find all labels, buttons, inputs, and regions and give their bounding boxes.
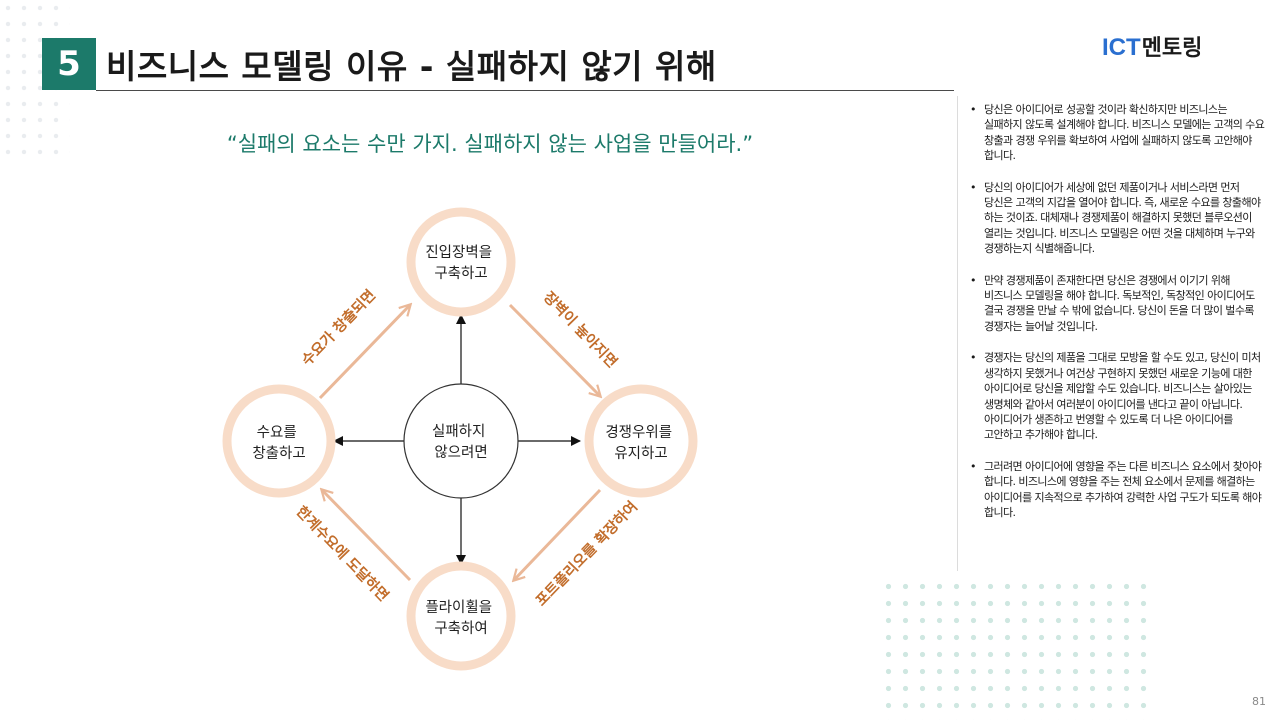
business-model-cycle-diagram: 실패하지 않으려면 진입장벽을 구축하고 경쟁우위를 유지하고 플라이휠을 구축…: [222, 207, 698, 671]
node-top: 진입장벽을 구축하고: [406, 207, 516, 317]
node-right-line1: 경쟁우위를: [605, 424, 672, 441]
arrow-right-to-bottom: [514, 488, 602, 580]
center-label-line1: 실패하지: [432, 423, 485, 440]
bullet-item: 당신은 아이디어로 성공할 것이라 확신하지만 비즈니스는 실패하지 않도록 설…: [968, 102, 1266, 164]
center-circle: [403, 383, 519, 499]
arrow-bottom-to-left: [322, 490, 412, 582]
center-label-line2: 않으려면: [434, 444, 487, 461]
page-number: 81: [1252, 695, 1266, 708]
node-right: 경쟁우위를 유지하고: [584, 384, 698, 498]
center-label: 실패하지 않으려면: [432, 423, 490, 461]
node-right-line2: 유지하고: [614, 445, 667, 462]
node-top-line2: 구축하고: [434, 265, 487, 282]
explanation-bullet-list: 당신은 아이디어로 성공할 것이라 확신하지만 비즈니스는 실패하지 않도록 설…: [968, 102, 1266, 536]
bullet-item: 그러려면 아이디어에 영향을 주는 다른 비즈니스 요소에서 찾아야 합니다. …: [968, 459, 1266, 521]
arrow-top-to-right: [508, 303, 600, 396]
title-underline: [96, 90, 954, 91]
section-number-badge: 5: [42, 38, 96, 90]
svg-text:수요를 창출하고: 수요를 창출하고: [252, 424, 305, 462]
arrow-left-to-top: [318, 305, 410, 400]
svg-text:플라이휠을 구축하여: 플라이휠을 구축하여: [425, 599, 496, 637]
bullet-item: 당신의 아이디어가 세상에 없던 제품이거나 서비스라면 먼저 당신은 고객의 …: [968, 180, 1266, 257]
edge-label-right-to-bottom: 포트폴리오를 확장하여: [532, 497, 641, 609]
svg-text:진입장벽을 구축하고: 진입장벽을 구축하고: [425, 244, 496, 282]
node-left-line2: 창출하고: [252, 445, 305, 462]
edge-label-bottom-to-left: 한계수요에 도달하면: [293, 502, 393, 605]
node-bottom-line1: 플라이휠을: [425, 599, 492, 616]
edge-label-left-to-top: 수요가 창출되면: [298, 287, 379, 370]
slide-quote: “실패의 요소는 수만 가지. 실패하지 않는 사업을 만들어라.”: [226, 132, 754, 156]
bullet-item: 만약 경쟁제품이 존재한다면 당신은 경쟁에서 이기기 위해 비즈니스 모델링을…: [968, 273, 1266, 335]
node-left-line1: 수요를: [257, 424, 297, 441]
column-divider: [957, 96, 958, 571]
slide-title: 비즈니스 모델링 이유 - 실패하지 않기 위해: [106, 47, 717, 86]
node-bottom-line2: 구축하여: [434, 620, 487, 637]
logo-ict-text: ICT: [1102, 34, 1141, 61]
edge-label-top-to-right: 장벽이 높아지면: [540, 288, 621, 371]
ict-mentoring-logo: ICT 멘토링: [1102, 30, 1202, 62]
node-left: 수요를 창출하고: [222, 384, 336, 498]
svg-text:경쟁우위를 유지하고: 경쟁우위를 유지하고: [605, 424, 676, 462]
logo-mentoring-text: 멘토링: [1141, 36, 1203, 61]
node-bottom: 플라이휠을 구축하여: [406, 561, 516, 671]
node-top-line1: 진입장벽을: [425, 244, 492, 261]
bullet-item: 경쟁자는 당신의 제품을 그대로 모방을 할 수도 있고, 당신이 미처 생각하…: [968, 350, 1266, 442]
decorative-dots-bottom-right: [880, 578, 1150, 720]
